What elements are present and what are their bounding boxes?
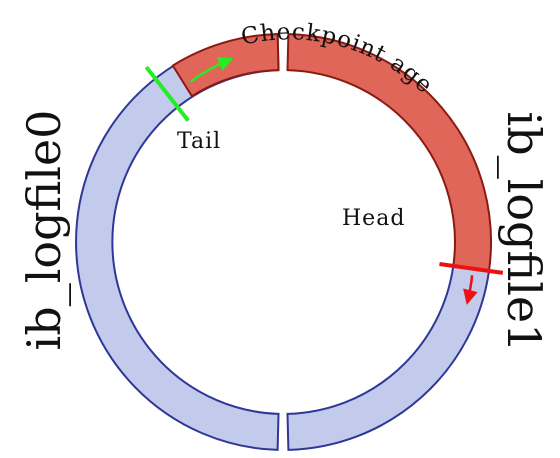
head-marker [439, 262, 504, 275]
head-direction-arrow [463, 275, 478, 305]
logfile0-segment [75, 33, 280, 451]
logfile1-segment [286, 264, 491, 451]
tail-direction-arrow [189, 56, 234, 83]
tail-label: Tail [177, 129, 221, 154]
logfile0-label: ib_logfile0 [17, 110, 71, 351]
logfile1-label: ib_logfile1 [497, 112, 551, 353]
tail-marker [144, 65, 190, 122]
head-label: Head [342, 206, 405, 231]
